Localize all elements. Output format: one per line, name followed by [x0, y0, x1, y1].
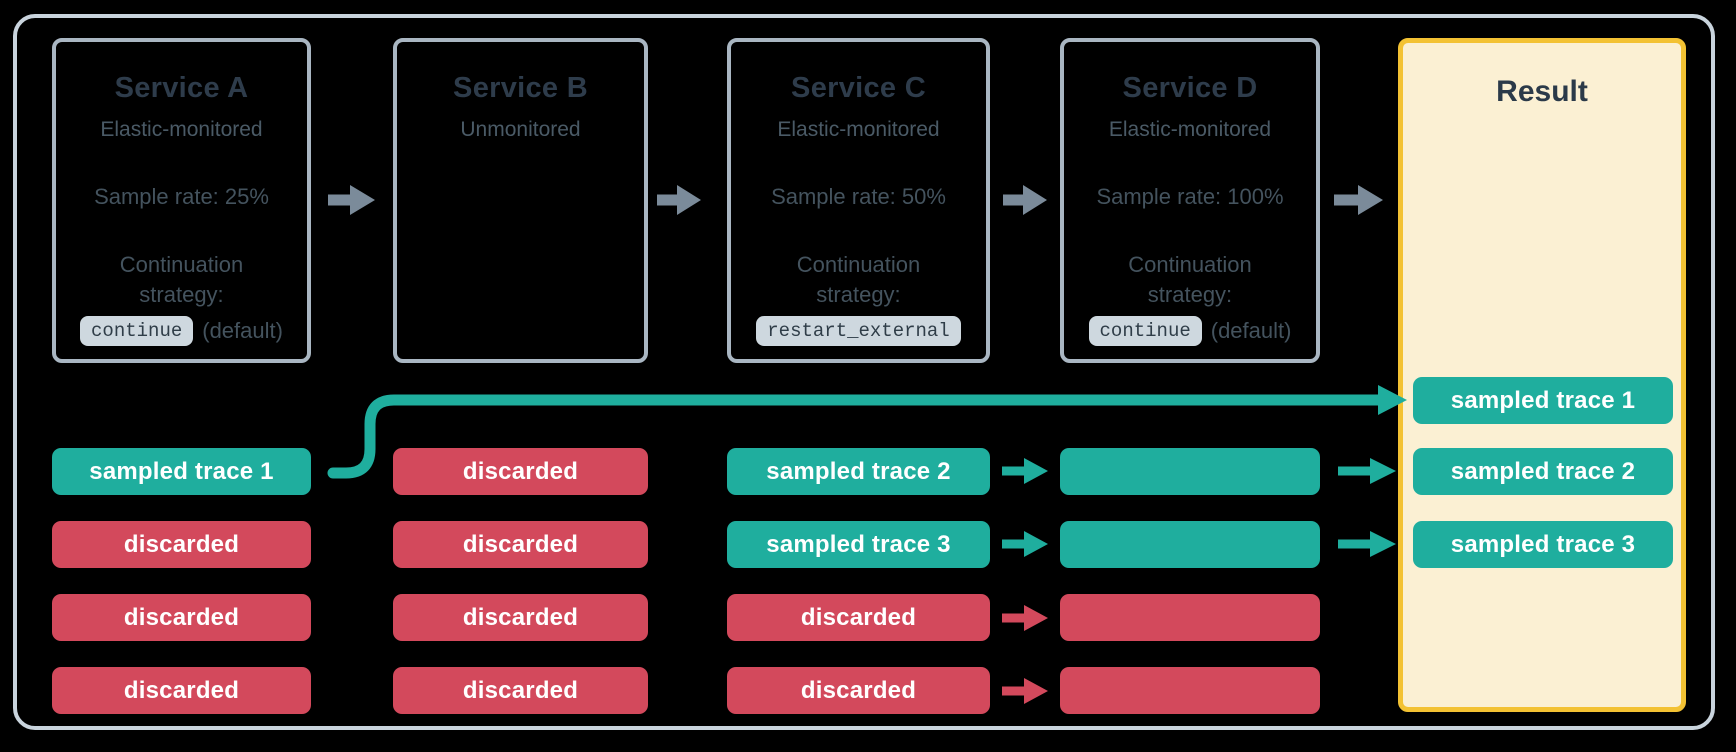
service-c-title: Service C — [791, 72, 926, 104]
strategy-line2: strategy: — [139, 281, 224, 307]
result-title: Result — [1496, 75, 1588, 108]
trace-pill-d-3 — [1060, 594, 1320, 641]
service-d-sample-rate: Sample rate: 100% — [1096, 184, 1284, 209]
arrow-b-to-c-icon — [657, 185, 701, 215]
service-c-strategy-value: restart_external — [756, 316, 961, 347]
row-arrow-c-d-2-icon — [1002, 531, 1048, 557]
trace-pill-a-3: discarded — [52, 594, 311, 641]
service-a-strategy-label: Continuation strategy: — [120, 250, 244, 309]
service-c-sample-rate: Sample rate: 50% — [771, 184, 946, 209]
strategy-chip: continue — [80, 316, 194, 347]
strategy-line1: Continuation — [1128, 252, 1252, 277]
service-d-subtitle: Elastic-monitored — [1108, 118, 1272, 141]
trace-pill-a-2: discarded — [52, 521, 311, 568]
result-box: Result — [1398, 38, 1686, 712]
strategy-chip: continue — [1088, 316, 1202, 347]
trace-pill-c-2: sampled trace 3 — [727, 521, 990, 568]
trace-pill-b-4: discarded — [393, 667, 648, 714]
service-d-strategy-value: continue (default) — [1088, 316, 1292, 347]
service-box-d: Service D Elastic-monitored Sample rate:… — [1060, 38, 1320, 363]
service-c-subtitle: Elastic-monitored — [777, 118, 940, 141]
service-c-strategy-label: Continuation strategy: — [797, 250, 921, 309]
service-d-title: Service D — [1122, 72, 1258, 104]
service-a-subtitle: Elastic-monitored — [100, 118, 263, 141]
strategy-chip: restart_external — [756, 316, 961, 347]
service-box-c: Service C Elastic-monitored Sample rate:… — [727, 38, 990, 363]
arrow-a-to-b-icon — [328, 185, 375, 215]
service-box-a: Service A Elastic-monitored Sample rate:… — [52, 38, 311, 363]
row-arrow-d-result-2-icon — [1338, 531, 1396, 557]
strategy-line2: strategy: — [816, 281, 901, 307]
strategy-line1: Continuation — [796, 252, 921, 277]
trace-pill-c-4: discarded — [727, 667, 990, 714]
trace-pill-b-1: discarded — [393, 448, 648, 495]
trace-pill-a-1: sampled trace 1 — [52, 448, 311, 495]
strategy-line1: Continuation — [119, 252, 244, 277]
trace-pill-b-2: discarded — [393, 521, 648, 568]
trace-pill-d-1 — [1060, 448, 1320, 495]
service-box-b: Service B Unmonitored — [393, 38, 648, 363]
trace-pill-d-4 — [1060, 667, 1320, 714]
row-arrow-d-result-1-icon — [1338, 458, 1396, 484]
arrow-d-to-result-icon — [1334, 185, 1383, 215]
service-b-subtitle: Unmonitored — [460, 118, 581, 141]
diagram-frame — [13, 14, 1715, 730]
arrow-c-to-d-icon — [1003, 185, 1047, 215]
result-pill-1: sampled trace 1 — [1413, 377, 1673, 424]
trace-pill-c-1: sampled trace 2 — [727, 448, 990, 495]
trace-pill-c-3: discarded — [727, 594, 990, 641]
service-b-title: Service B — [453, 72, 588, 104]
trace-curve-a-to-result-icon — [327, 385, 1407, 479]
trace-pill-d-2 — [1060, 521, 1320, 568]
row-arrow-c-d-3-icon — [1002, 605, 1048, 631]
strategy-default-suffix: (default) — [1210, 318, 1292, 344]
strategy-default-suffix: (default) — [202, 318, 283, 344]
service-a-title: Service A — [114, 72, 249, 104]
service-a-strategy-value: continue (default) — [80, 316, 283, 347]
row-arrow-c-d-4-icon — [1002, 678, 1048, 704]
strategy-line2: strategy: — [1147, 281, 1233, 307]
trace-pill-a-4: discarded — [52, 667, 311, 714]
result-pill-3: sampled trace 3 — [1413, 521, 1673, 568]
result-pill-2: sampled trace 2 — [1413, 448, 1673, 495]
service-a-sample-rate: Sample rate: 25% — [94, 184, 269, 209]
trace-pill-b-3: discarded — [393, 594, 648, 641]
row-arrow-c-d-1-icon — [1002, 458, 1048, 484]
service-d-strategy-label: Continuation strategy: — [1128, 250, 1252, 309]
